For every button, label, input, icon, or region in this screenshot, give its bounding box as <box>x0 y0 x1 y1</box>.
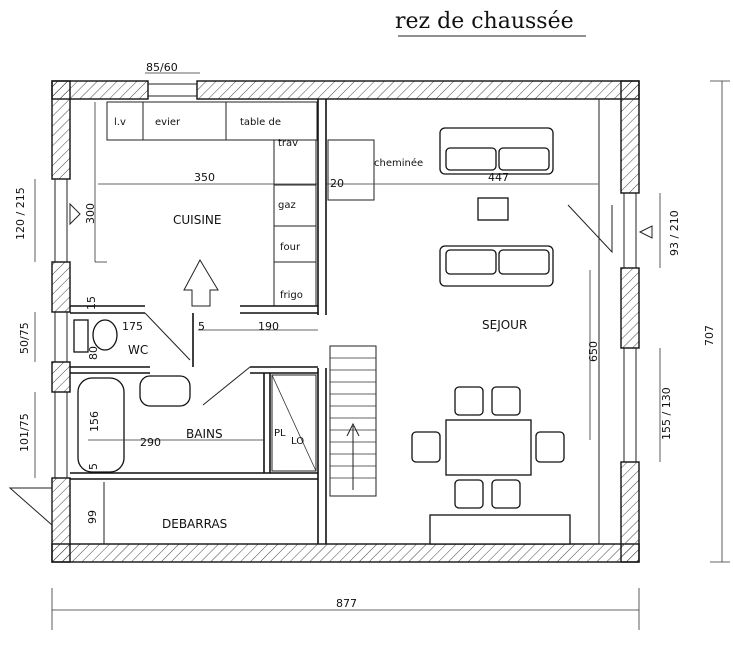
dim-total-width: 877 <box>336 597 357 610</box>
sofa-bottom <box>439 245 554 287</box>
bathroom-sink <box>139 375 191 407</box>
dim-fireplace: 20 <box>330 177 344 190</box>
kitchen-counter <box>94 101 318 306</box>
label-lo: LO <box>291 436 304 447</box>
label-trav: trav <box>278 138 298 149</box>
label-cheminee: cheminée <box>374 157 423 169</box>
dim-wall-15: 15 <box>85 296 98 310</box>
label-lavabo: l.v <box>114 117 126 128</box>
dim-sejour-650: 650 <box>587 341 600 362</box>
dim-wc-80: 80 <box>87 346 100 360</box>
dim-debarras-99: 99 <box>86 510 99 524</box>
kitchen-door-arrow <box>183 258 219 307</box>
wc-door-swing <box>144 312 191 361</box>
label-four: four <box>280 242 301 253</box>
dim-bains-290: 290 <box>140 436 161 449</box>
label-evier: evier <box>155 117 181 128</box>
dim-window-top: 85/60 <box>146 61 178 74</box>
door-marker-right-small <box>638 225 653 239</box>
dim-total-height: 707 <box>703 325 716 346</box>
dim-window-left-top: 120 / 215 <box>14 187 27 240</box>
wc-sink <box>73 319 89 353</box>
dim-sejour-width: 447 <box>488 171 509 184</box>
room-label-bains: BAINS <box>186 427 223 441</box>
label-table-de: table de <box>240 117 281 128</box>
dim-corridor-190: 190 <box>258 320 279 333</box>
room-label-wc: WC <box>128 343 148 357</box>
interior-walls <box>70 99 327 544</box>
label-gaz: gaz <box>278 200 296 211</box>
dim-wc-175: 175 <box>122 320 143 333</box>
door-marker-right <box>567 204 613 254</box>
door-marker-left-top <box>69 202 81 226</box>
label-pl: PL <box>274 428 286 439</box>
windows <box>54 83 637 544</box>
room-label-sejour: SEJOUR <box>482 318 527 332</box>
dim-cuisine-height: 300 <box>84 203 97 224</box>
bains-door-swing <box>202 366 251 406</box>
dimension-lines <box>34 72 730 630</box>
coffee-table <box>477 197 509 221</box>
staircase <box>329 345 377 497</box>
dim-window-right-bot: 155 / 130 <box>660 387 673 440</box>
dining-set <box>411 386 571 545</box>
dim-bath-156: 156 <box>88 411 101 432</box>
label-frigo: frigo <box>280 290 303 301</box>
dim-window-left-bot: 101/75 <box>18 413 31 452</box>
outer-walls <box>51 80 640 563</box>
plan-title: rez de chaussée <box>395 9 574 34</box>
room-label-debarras: DEBARRAS <box>162 517 227 531</box>
sideboard <box>429 514 571 545</box>
dim-window-left-mid: 50/75 <box>18 322 31 354</box>
sofa-top <box>439 127 554 175</box>
dim-bath-5: 5 <box>87 463 100 470</box>
dim-cuisine-width: 350 <box>194 171 215 184</box>
dim-corridor-5: 5 <box>198 320 205 333</box>
wc-toilet <box>92 319 118 351</box>
dim-window-right-top: 93 / 210 <box>668 210 681 256</box>
fireplace <box>327 139 375 201</box>
room-label-cuisine: CUISINE <box>173 213 221 227</box>
shower-area <box>271 374 317 472</box>
door-marker-left-bottom <box>8 487 53 527</box>
bathtub <box>77 377 125 473</box>
